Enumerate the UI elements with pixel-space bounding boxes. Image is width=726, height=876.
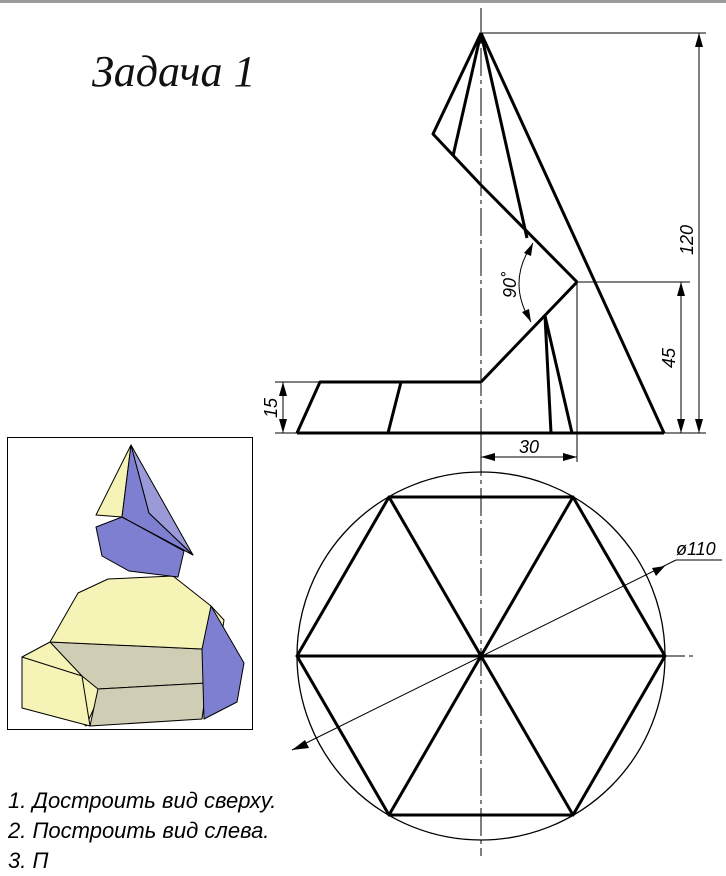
apex-edge-3 (479, 32, 666, 434)
base-side-face (21, 656, 91, 727)
dim-45-label: 45 (659, 347, 679, 368)
task-list: 1. Достроить вид сверху. 2. Построить ви… (8, 786, 276, 876)
top-border (0, 0, 726, 3)
pyramid-side-face (130, 444, 194, 556)
apex-edge-2 (479, 32, 529, 239)
diameter-leader (291, 559, 677, 751)
diameter-label: ø110 (676, 539, 716, 559)
task-item: 2. Построить вид слева. (8, 818, 270, 843)
lower-edge (386, 381, 403, 434)
upper-slope (479, 280, 579, 384)
front-view (295, 32, 666, 435)
isometric-view (21, 444, 245, 727)
technical-drawing: 120 45 15 30 90˚ ø110 (261, 8, 722, 856)
top-view (291, 471, 722, 841)
task-item: 1. Достроить вид сверху. (8, 788, 277, 813)
isometric-view-frame (7, 437, 253, 730)
dim-30-label: 30 (519, 437, 539, 457)
arrowheads (279, 33, 703, 461)
apex-edge-1 (451, 32, 483, 157)
middle-blue-face (201, 605, 245, 720)
page-title: Задача 1 (92, 47, 256, 96)
task-item: 3. П (8, 848, 49, 873)
dimension-lines (275, 32, 706, 462)
base-front-face (89, 682, 208, 727)
dim-120-label: 120 (677, 225, 697, 255)
dim-15-label: 15 (261, 397, 281, 418)
inner-edge-1 (543, 315, 574, 434)
angle-label: 90˚ (500, 271, 520, 298)
inner-edge-2 (543, 315, 553, 434)
apex-left (431, 32, 483, 187)
upper-slope-back (479, 183, 579, 284)
middle-face (49, 575, 225, 674)
